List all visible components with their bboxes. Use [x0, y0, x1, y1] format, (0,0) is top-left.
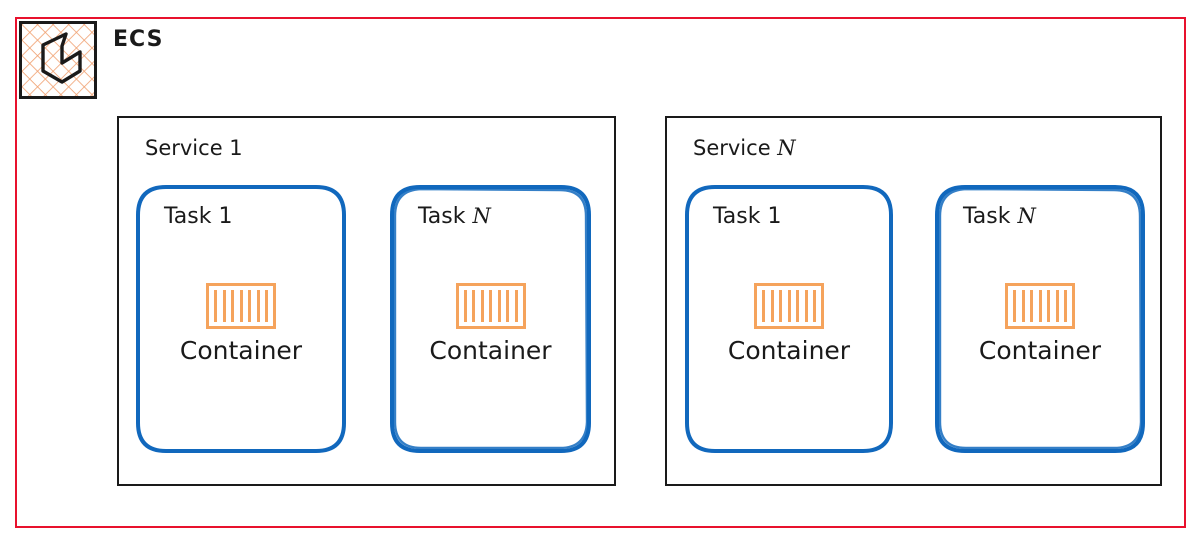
- container-bar: [472, 290, 475, 322]
- container-bar: [1021, 290, 1025, 322]
- page-title: ECS: [113, 27, 164, 52]
- container-bar: [804, 290, 808, 322]
- container-bar: [231, 290, 234, 322]
- task-box-service1-task1: Task 1 Container: [136, 185, 346, 453]
- container-bar: [514, 290, 518, 322]
- container-bar: [1030, 290, 1033, 322]
- container-caption: Container: [429, 336, 552, 365]
- container-barcode-icon: [206, 283, 276, 329]
- container-bar: [1055, 290, 1059, 322]
- container-group-s1t1: Container: [138, 283, 344, 365]
- container-bar: [248, 290, 251, 322]
- container-group-sNt1: Container: [687, 283, 891, 365]
- container-group-sNtN: Container: [937, 283, 1143, 365]
- index-variable: N: [777, 136, 796, 160]
- container-caption: Container: [179, 336, 303, 365]
- container-bar: [214, 290, 217, 322]
- container-bar: [239, 290, 243, 322]
- container-bar: [489, 290, 492, 322]
- container-bar: [1064, 290, 1067, 322]
- container-caption: Container: [978, 336, 1102, 365]
- task-label-service1-taskN: Task N: [418, 204, 491, 229]
- container-bar: [762, 290, 765, 322]
- task-label-serviceN-taskN: Task N: [963, 204, 1036, 229]
- container-bar: [1047, 290, 1050, 322]
- container-bar: [787, 290, 791, 322]
- container-bar: [463, 290, 467, 322]
- container-bar: [770, 290, 774, 322]
- service-label-1: Service 1: [145, 136, 243, 160]
- container-group-s1tN: Container: [392, 283, 589, 365]
- task-box-serviceN-taskN: Task N Container: [935, 185, 1145, 453]
- container-barcode-icon: [754, 283, 824, 329]
- task-box-service1-taskN: Task N Container: [390, 185, 591, 453]
- task-label-serviceN-task1: Task 1: [713, 204, 782, 229]
- container-bar: [222, 290, 226, 322]
- container-bar: [265, 290, 268, 322]
- service-label-N: Service N: [693, 136, 796, 160]
- ecs-boundary: [15, 17, 1186, 528]
- container-bar: [506, 290, 509, 322]
- task-label-service1-task1: Task 1: [164, 204, 233, 229]
- container-bar: [480, 290, 484, 322]
- container-bar: [813, 290, 816, 322]
- container-bar: [779, 290, 782, 322]
- container-bar: [497, 290, 501, 322]
- ecs-hexagon-icon: [19, 21, 97, 99]
- container-bar: [256, 290, 260, 322]
- index-variable: N: [1017, 204, 1036, 228]
- task-label-text: Task N: [963, 204, 1036, 229]
- task-label-text: Task N: [418, 204, 491, 229]
- container-barcode-icon: [455, 283, 526, 329]
- container-bar: [1013, 290, 1016, 322]
- container-caption: Container: [727, 336, 851, 365]
- task-box-serviceN-task1: Task 1 Container: [685, 185, 893, 453]
- container-bar: [796, 290, 799, 322]
- container-bar: [1038, 290, 1042, 322]
- container-barcode-icon: [1005, 283, 1075, 329]
- index-variable: N: [472, 204, 491, 228]
